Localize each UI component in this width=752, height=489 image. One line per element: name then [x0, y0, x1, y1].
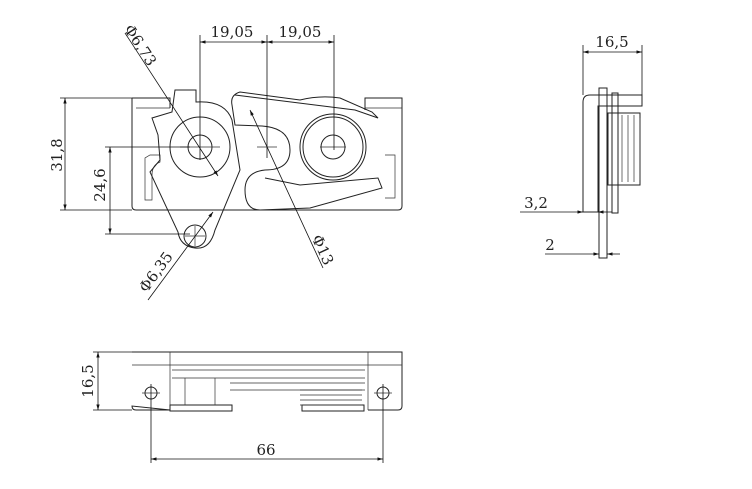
side-view	[582, 87, 643, 259]
dim-pitch-right: 19,05	[279, 23, 322, 41]
bottom-view	[131, 351, 403, 412]
bottom-dim-depth: 16,5	[79, 364, 97, 397]
side-view-dimensions	[520, 45, 643, 256]
side-dim-depth: 16,5	[595, 33, 628, 51]
dim-height: 31,8	[48, 138, 66, 171]
side-dim-plate: 2	[545, 236, 555, 254]
dim-pitch-left: 19,05	[211, 23, 254, 41]
bottom-view-dimensions	[93, 351, 384, 463]
dia-rotor: Φ13	[308, 232, 338, 268]
dim-hole-offset: 24,6	[91, 168, 109, 201]
side-dim-offset: 3,2	[524, 194, 548, 212]
dia-pivot: Φ6,73	[120, 21, 160, 69]
front-view-dimensions	[60, 32, 335, 301]
bottom-dim-hole-spacing: 66	[256, 441, 275, 459]
